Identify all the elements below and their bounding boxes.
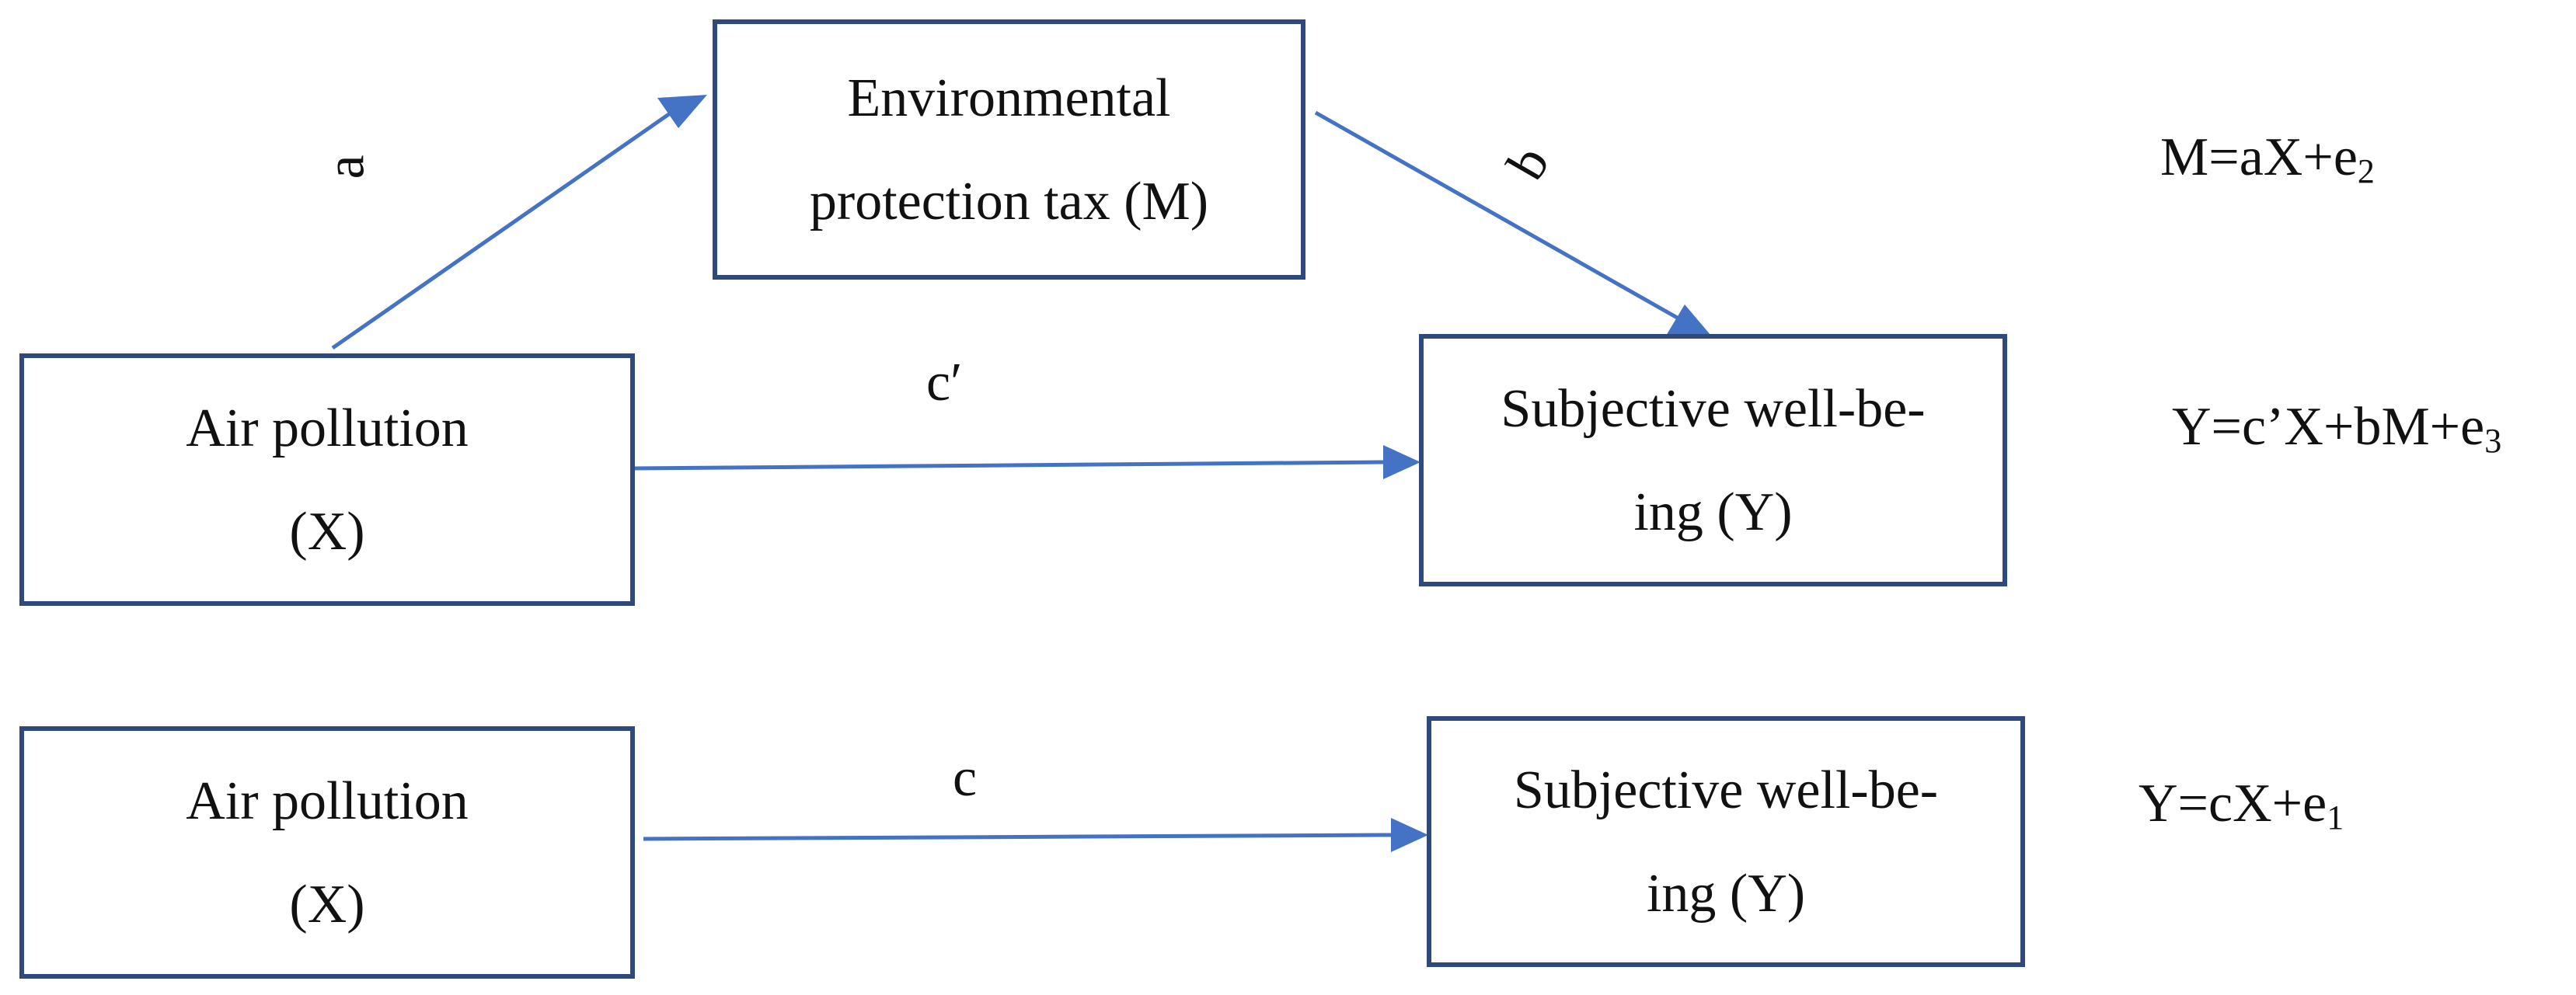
arrow-c-head xyxy=(1391,818,1428,852)
y-box-bottom: Subjective well-be- ing (Y) xyxy=(1427,716,2025,967)
x-top-line1: Air pollution xyxy=(186,398,469,458)
arrow-b xyxy=(1314,110,1680,321)
equation-mediator: M=aX+e2 xyxy=(2160,127,2375,190)
x-top-line2: (X) xyxy=(289,501,365,562)
mediator-box: Environmental protection tax (M) xyxy=(713,19,1305,280)
path-label-c-prime: c′ xyxy=(926,353,963,412)
x-box-bottom: Air pollution (X) xyxy=(19,726,635,979)
x-bottom-line1: Air pollution xyxy=(186,771,469,831)
arrow-b-head xyxy=(1666,304,1715,340)
arrow-a-head xyxy=(657,95,707,128)
mediator-line2: protection tax (M) xyxy=(809,171,1209,231)
y-bottom-line2: ing (Y) xyxy=(1646,863,1806,924)
y-bottom-line1: Subjective well-be- xyxy=(1513,760,1939,820)
mediator-line1: Environmental xyxy=(847,68,1171,128)
x-bottom-line2: (X) xyxy=(289,874,365,934)
equation-total-effect: Y=cX+e1 xyxy=(2139,774,2344,837)
path-label-a: a xyxy=(315,155,376,179)
path-label-c: c xyxy=(953,748,978,808)
arrow-c-prime xyxy=(632,460,1384,471)
y-top-line1: Subjective well-be- xyxy=(1501,378,1926,439)
equation-full-model: Y=c’X+bM+e3 xyxy=(2172,397,2502,460)
arrow-a xyxy=(331,103,684,350)
x-box-top: Air pollution (X) xyxy=(19,353,635,606)
y-top-line2: ing (Y) xyxy=(1633,482,1793,542)
arrow-c-prime-head xyxy=(1383,445,1420,479)
arrow-c xyxy=(643,833,1392,841)
y-box-top: Subjective well-be- ing (Y) xyxy=(1419,334,2007,586)
